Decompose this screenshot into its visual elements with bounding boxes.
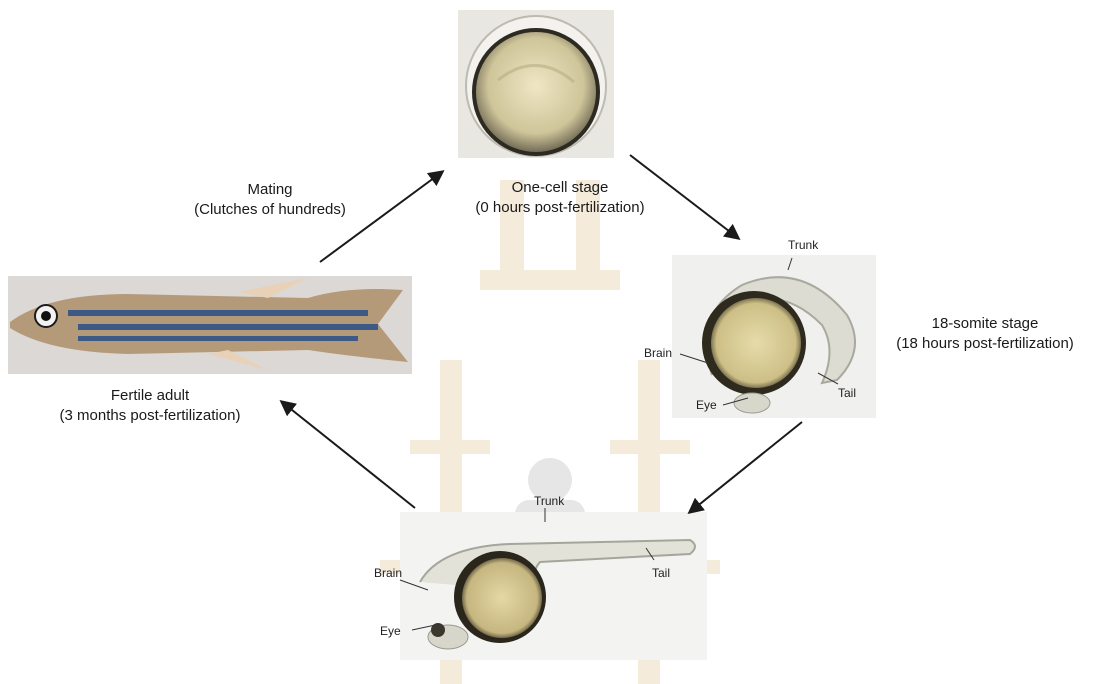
adult-stage-label: Fertile adult (3 months post-fertilizati… bbox=[30, 386, 270, 426]
somite-subtitle: (18 hours post-fertilization) bbox=[870, 334, 1100, 354]
somite-eye-annotation: Eye bbox=[696, 398, 717, 412]
arrow-larva-to-adult bbox=[282, 402, 415, 508]
larva-eye-annotation: Eye bbox=[380, 624, 401, 638]
mating-subtitle: (Clutches of hundreds) bbox=[170, 200, 370, 220]
larva-brain-annotation: Brain bbox=[374, 566, 402, 580]
adult-subtitle: (3 months post-fertilization) bbox=[30, 406, 270, 426]
mating-label: Mating (Clutches of hundreds) bbox=[170, 180, 370, 220]
arrow-somite-to-larva bbox=[690, 422, 802, 512]
mating-title: Mating bbox=[170, 180, 370, 200]
one-cell-subtitle: (0 hours post-fertilization) bbox=[470, 198, 650, 218]
somite-title: 18-somite stage bbox=[870, 314, 1100, 334]
somite-trunk-annotation: Trunk bbox=[788, 238, 818, 252]
somite-tail-annotation: Tail bbox=[838, 386, 856, 400]
one-cell-title: One-cell stage bbox=[470, 178, 650, 198]
larva-trunk-annotation: Trunk bbox=[534, 494, 564, 508]
adult-title: Fertile adult bbox=[30, 386, 270, 406]
larva-tail-annotation: Tail bbox=[652, 566, 670, 580]
somite-stage-label: 18-somite stage (18 hours post-fertiliza… bbox=[870, 314, 1100, 354]
one-cell-stage-label: One-cell stage (0 hours post-fertilizati… bbox=[470, 178, 650, 218]
somite-brain-annotation: Brain bbox=[644, 346, 672, 360]
